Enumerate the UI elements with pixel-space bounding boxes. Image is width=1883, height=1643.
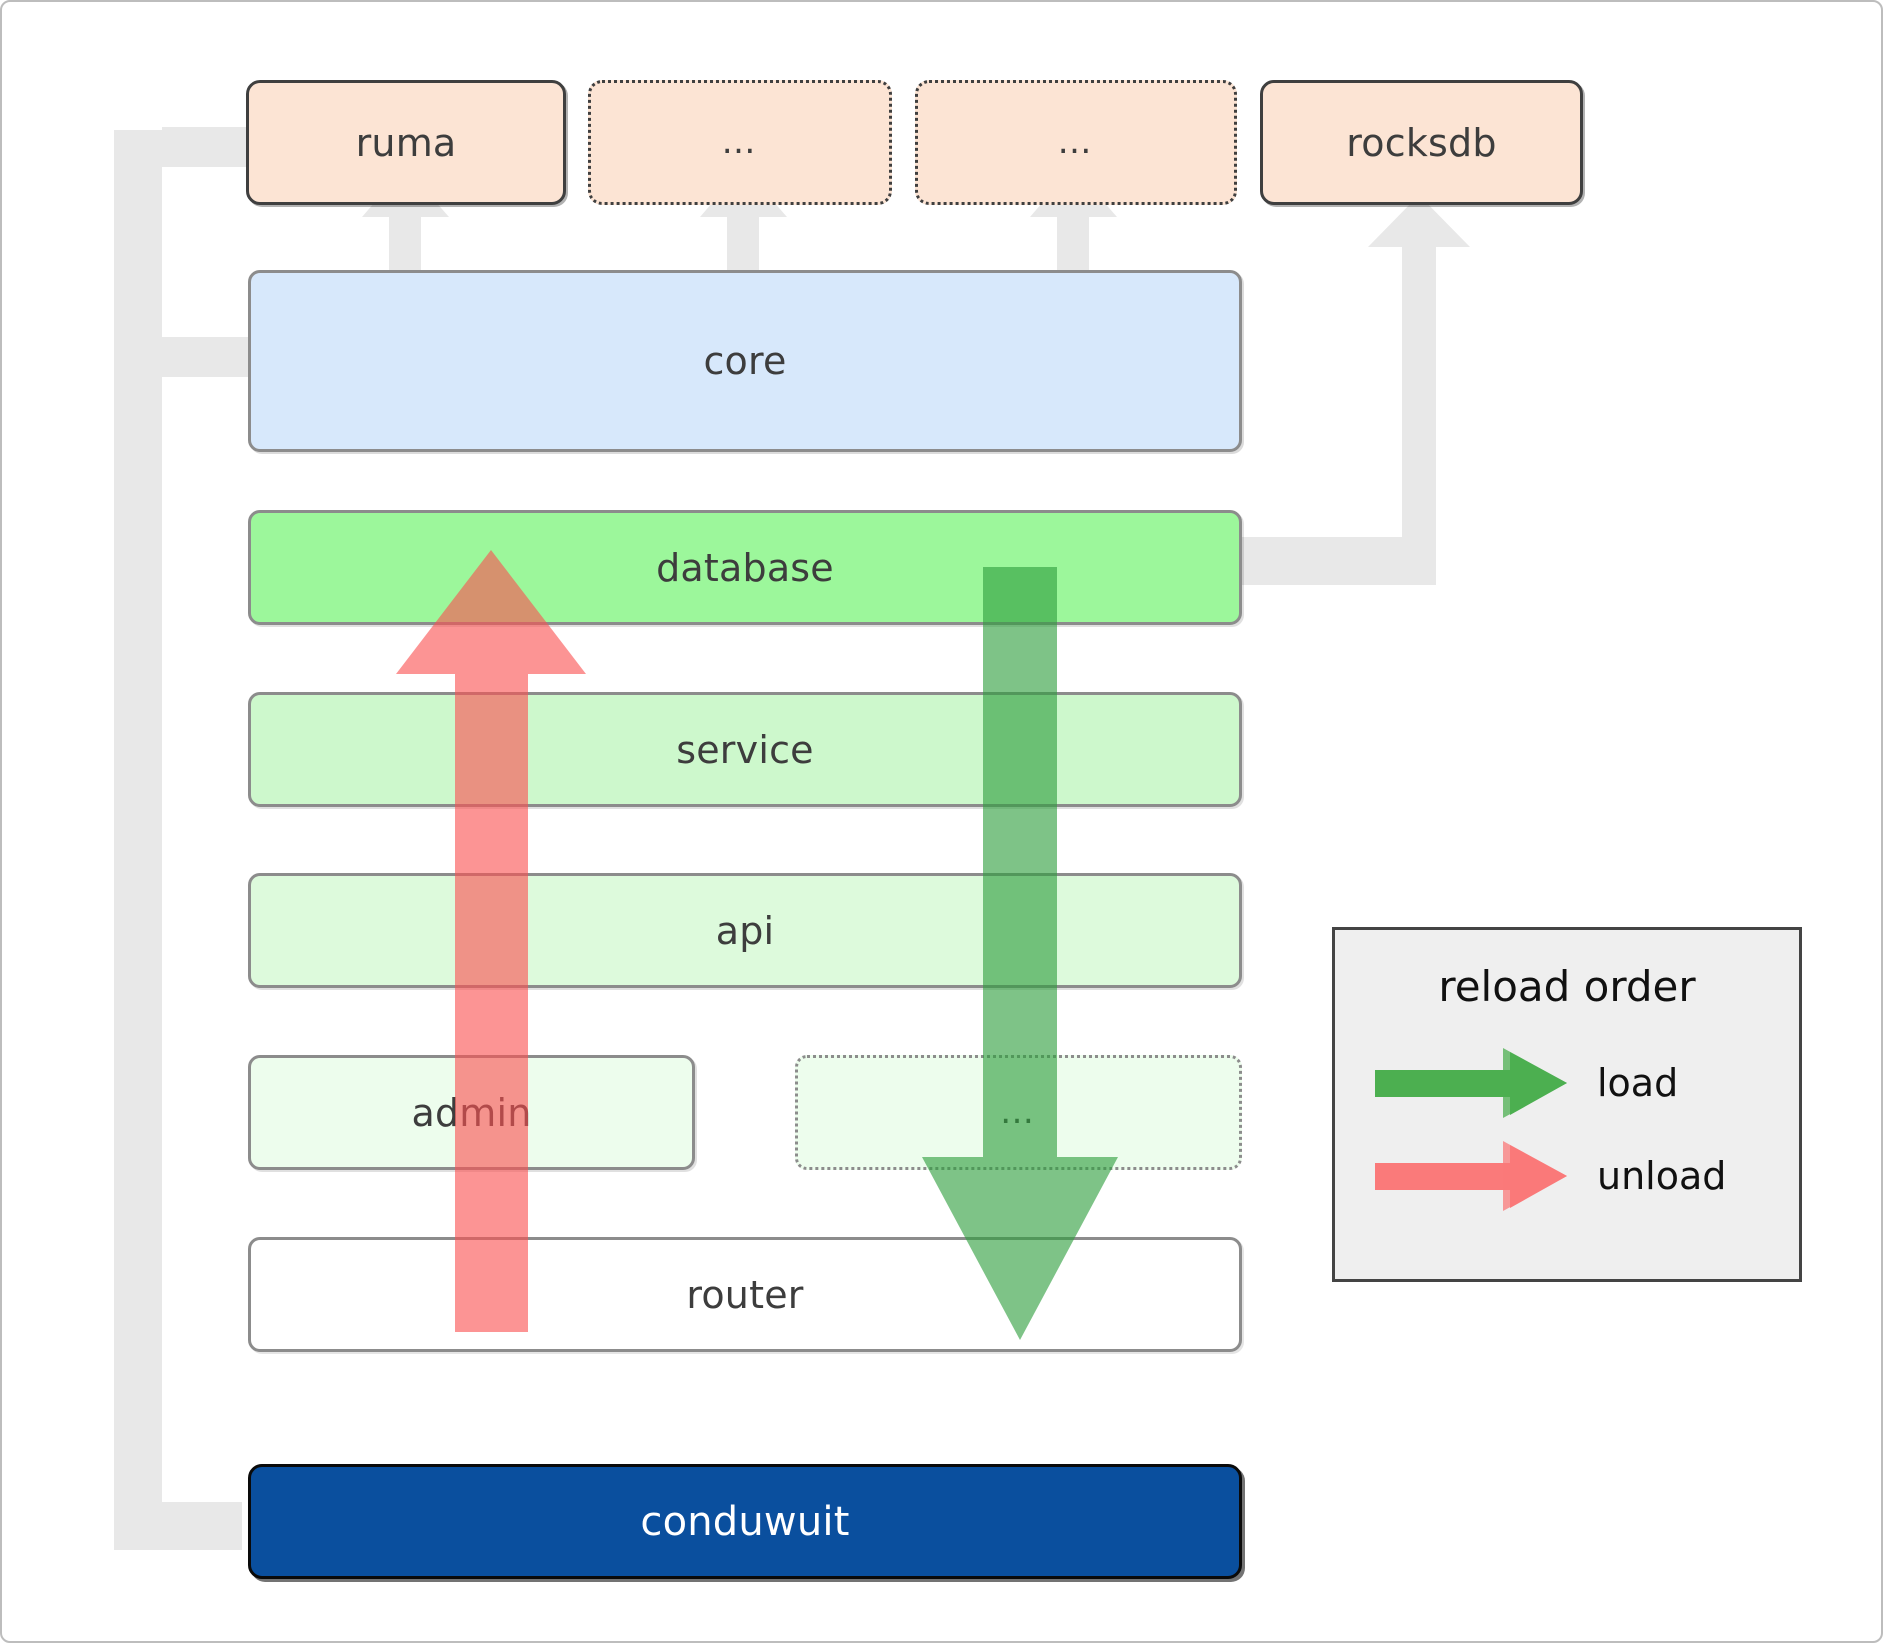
node-admin[interactable]: admin bbox=[248, 1055, 695, 1170]
node-ruma-label: ruma bbox=[355, 120, 457, 165]
load-arrow-icon-head bbox=[1503, 1048, 1567, 1118]
node-dependency-ellipsis-2[interactable]: … bbox=[915, 80, 1237, 205]
connector-bottom-to-spine bbox=[114, 1502, 242, 1550]
unload-arrow-icon-head bbox=[1503, 1141, 1567, 1211]
node-api[interactable]: api bbox=[248, 873, 1242, 988]
node-conduwuit-label: conduwuit bbox=[640, 1498, 850, 1545]
node-rocksdb-label: rocksdb bbox=[1346, 120, 1497, 165]
node-service[interactable]: service bbox=[248, 692, 1242, 807]
node-leaf-ellipsis[interactable]: … bbox=[795, 1055, 1242, 1170]
legend-arrow-icons bbox=[1375, 1048, 1567, 1211]
node-api-label: api bbox=[715, 908, 775, 953]
node-core[interactable]: core bbox=[248, 270, 1242, 452]
node-core-label: core bbox=[703, 339, 787, 383]
connector-database-to-rocksdb-riser bbox=[1368, 195, 1470, 585]
legend-panel: reload order load unload bbox=[1332, 927, 1802, 1282]
node-ruma[interactable]: ruma bbox=[246, 80, 566, 205]
node-database[interactable]: database bbox=[248, 510, 1242, 625]
node-database-label: database bbox=[656, 545, 834, 590]
connector-left-spine bbox=[114, 130, 162, 1502]
node-dependency-ellipsis-1-label: … bbox=[721, 122, 759, 162]
connector-database-to-rocksdb bbox=[1242, 537, 1402, 585]
legend-title: reload order bbox=[1438, 962, 1696, 1011]
node-dependency-ellipsis-2-label: … bbox=[1057, 122, 1095, 162]
node-service-label: service bbox=[676, 727, 814, 772]
legend-label-unload: unload bbox=[1597, 1154, 1727, 1198]
node-router[interactable]: router bbox=[248, 1237, 1242, 1352]
node-admin-label: admin bbox=[411, 1090, 532, 1135]
node-leaf-ellipsis-label: … bbox=[1000, 1092, 1037, 1132]
node-router-label: router bbox=[686, 1272, 804, 1317]
legend-label-load: load bbox=[1597, 1061, 1679, 1105]
node-dependency-ellipsis-1[interactable]: … bbox=[588, 80, 892, 205]
node-rocksdb[interactable]: rocksdb bbox=[1260, 80, 1583, 205]
node-conduwuit[interactable]: conduwuit bbox=[248, 1464, 1242, 1579]
